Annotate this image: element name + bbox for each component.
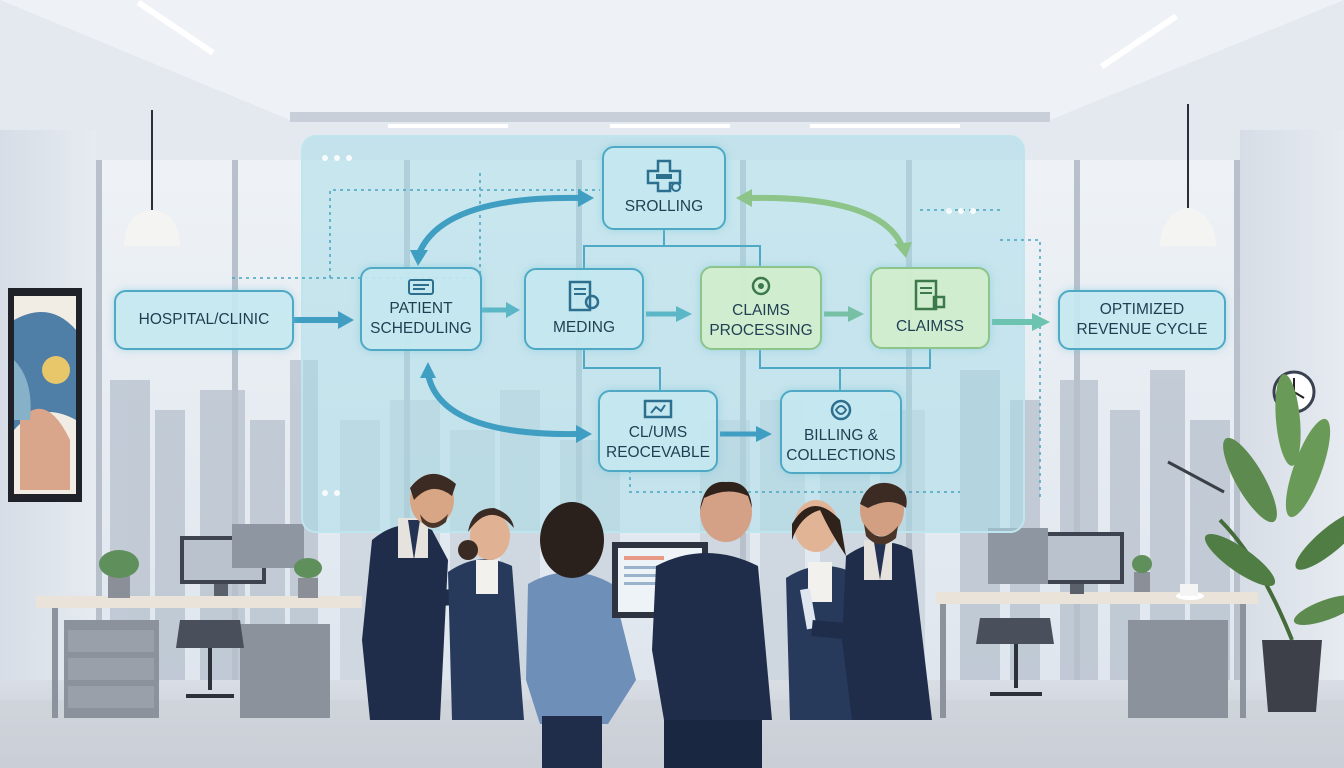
stethoscope-icon <box>751 276 771 296</box>
team-of-people <box>362 473 932 768</box>
node-claims-processing: CLAIMS PROCESSING <box>700 266 822 350</box>
billing-icon <box>830 399 852 421</box>
node-claims-receivable: CL/UMS REOCEVABLE <box>598 390 718 472</box>
node-label: CL/UMS REOCEVABLE <box>606 423 710 461</box>
ceiling-light <box>136 0 215 56</box>
node-label: MEDING <box>553 318 615 336</box>
node-label: PATIENT SCHEDULING <box>370 299 472 337</box>
ceiling-light <box>1100 13 1178 69</box>
medical-cross-icon <box>646 159 682 193</box>
pendant-lamp <box>124 210 180 246</box>
document-icon <box>568 280 600 312</box>
potted-plant <box>1204 374 1344 712</box>
flow-arrows <box>294 189 1050 443</box>
pendant-lamp <box>1160 208 1216 246</box>
node-billing-collections: BILLING & COLLECTIONS <box>780 390 902 474</box>
wall-painting <box>8 288 82 502</box>
right-desk <box>936 460 1258 718</box>
node-meding: MEDING <box>524 268 644 350</box>
node-label: BILLING & COLLECTIONS <box>786 426 896 464</box>
left-desk <box>36 524 362 718</box>
panel-dots <box>946 208 976 214</box>
node-label: HOSPITAL/CLINIC <box>138 310 270 328</box>
node-label: CLAIMSS <box>895 317 965 335</box>
node-srolling: SROLLING <box>602 146 726 230</box>
monitor-icon <box>643 399 673 419</box>
node-claimss: CLAIMSS <box>870 267 990 349</box>
node-optimized-revenue-cycle: OPTIMIZED REVENUE CYCLE <box>1058 290 1226 350</box>
node-hospital-clinic: HOSPITAL/CLINIC <box>114 290 294 350</box>
clipboard-lock-icon <box>914 279 946 311</box>
node-label: CLAIMS PROCESSING <box>709 301 813 339</box>
node-label: OPTIMIZED REVENUE CYCLE <box>1076 300 1208 338</box>
calendar-icon <box>408 278 434 295</box>
panel-dots <box>322 490 340 496</box>
node-patient-scheduling: PATIENT SCHEDULING <box>360 267 482 351</box>
panel-dots <box>322 155 352 161</box>
node-label: SROLLING <box>624 197 704 215</box>
